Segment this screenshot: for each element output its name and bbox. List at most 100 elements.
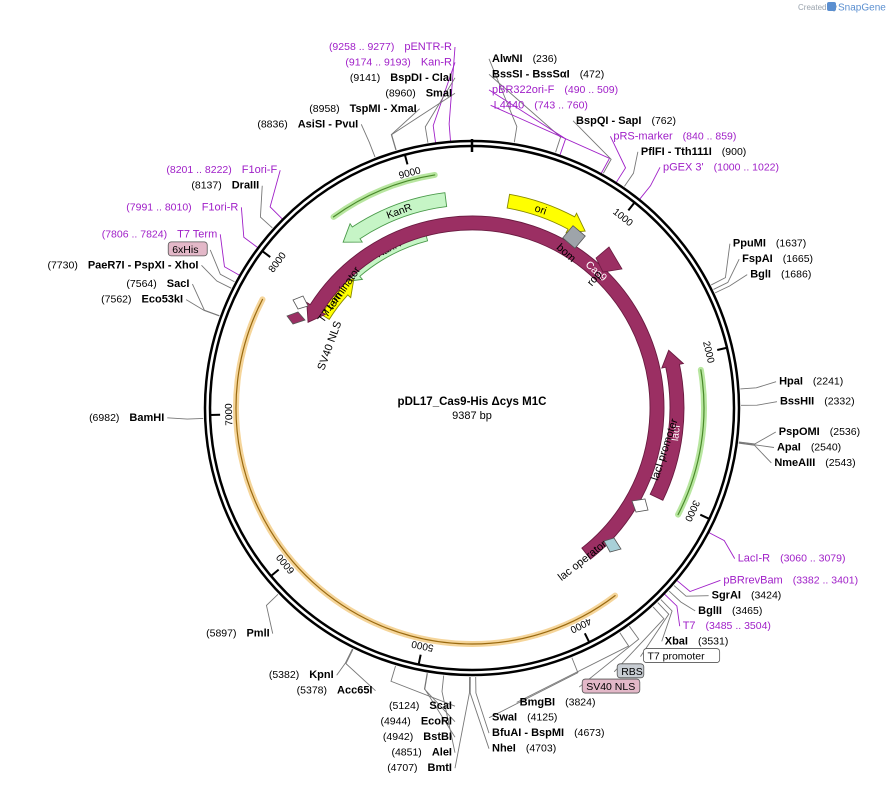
feature-cas9-arrow	[306, 215, 665, 560]
tick-mark	[261, 250, 271, 258]
site-leader	[360, 124, 376, 158]
site-position: (7730)	[47, 259, 77, 271]
site-position: (5124)	[389, 700, 419, 712]
site-label-bspdi-clai: BspDI - ClaI(9141)	[350, 72, 452, 84]
site-label-ecori: EcoRI (4944)	[380, 716, 452, 728]
site-position: (8958)	[309, 103, 339, 115]
site-label-pspomi: PspOMI(2536)	[779, 426, 860, 438]
site-label-sgrai: SgrAI(3424)	[712, 590, 782, 602]
site-label-bglii: BglII(3465)	[698, 605, 762, 617]
site-name: AleI	[432, 747, 452, 759]
site-name: HpaI	[779, 376, 803, 388]
site-leader	[454, 676, 471, 769]
site-name: PflFI - Tth111I	[641, 146, 712, 158]
site-name: PspOMI	[779, 426, 820, 438]
site-label-apai: ApaI(2540)	[777, 441, 841, 453]
site-leader	[660, 599, 673, 642]
primer-position: (840 .. 859)	[683, 130, 737, 142]
site-name: BmtI	[428, 762, 452, 774]
site-label-alei: AleI(4851)	[391, 747, 452, 759]
primer-position: (3382 .. 3401)	[793, 574, 858, 586]
site-position: (900)	[722, 146, 747, 158]
primer-name: pBRrevBam	[723, 574, 782, 586]
site-leader	[713, 258, 740, 290]
box-leader	[209, 249, 235, 283]
primer-leader	[490, 104, 611, 175]
site-label-scai: ScaI (5124)	[389, 700, 452, 712]
box-label-6xhis: 6xHis	[167, 241, 208, 257]
sv40-nls-inner-label: SV40 NLS	[315, 320, 344, 372]
primer-label-t7: T7(3485 .. 3504)	[683, 620, 771, 632]
site-position: (4707)	[387, 762, 417, 774]
site-name: BssHII	[780, 396, 814, 408]
primer-position: (1000 .. 1022)	[714, 161, 779, 173]
site-label-bstbi: BstBI(4942)	[383, 731, 452, 743]
primer-leader	[638, 167, 661, 201]
site-position: (4703)	[526, 743, 556, 755]
site-position: (7562)	[101, 294, 131, 306]
site-position: (3424)	[751, 590, 781, 602]
primer-position: (3060 .. 3079)	[780, 553, 845, 565]
primer-position: (9258 .. 9277)	[329, 41, 394, 53]
brand-prefix: Created by	[798, 3, 837, 12]
site-name: TspMI - XmaI	[350, 103, 417, 115]
primer-position: (8201 .. 8222)	[166, 164, 231, 176]
site-leader	[185, 299, 220, 317]
site-name: SwaI	[492, 712, 517, 724]
primer-label-laci-r: LacI-R(3060 .. 3079)	[738, 553, 846, 565]
tick-label: 5000	[410, 638, 434, 653]
site-label-xbai: XbaI(3531)	[665, 635, 729, 647]
site-position: (5382)	[269, 669, 299, 681]
site-label-pmli: PmlI(5897)	[206, 628, 270, 640]
primer-position: (743 .. 760)	[534, 99, 588, 111]
tick-mark	[417, 654, 422, 665]
primer-leader	[708, 531, 736, 559]
site-position: (5378)	[297, 685, 327, 697]
primer-name: T7	[683, 620, 696, 632]
site-name: Eco53kI	[142, 294, 184, 306]
tick-mark	[717, 346, 728, 352]
primer-leader	[269, 170, 284, 220]
site-position: (3824)	[565, 696, 595, 708]
sv40-nls-inner-feature: SV40 NLS	[286, 311, 344, 372]
site-name: ScaI	[429, 700, 452, 712]
site-name: Acc65I	[337, 685, 372, 697]
site-label-bsssi-bsss-i: BssSI - BssSαI(472)	[492, 68, 604, 80]
site-position: (6982)	[89, 412, 119, 424]
cas9-halo-line	[235, 298, 616, 645]
site-leader	[336, 648, 353, 676]
site-name: BspDI - ClaI	[390, 72, 452, 84]
box-label-frame	[643, 648, 721, 663]
annotation-arcs	[233, 171, 707, 647]
box-label-rbs: RBS	[616, 663, 645, 679]
site-name: BfuAI - BspMI	[492, 727, 564, 739]
site-position: (4944)	[380, 716, 410, 728]
primer-position: (9174 .. 9193)	[345, 56, 410, 68]
site-label-bfuai-bspmi: BfuAI - BspMI(4673)	[492, 727, 604, 739]
site-label-bmti: BmtI (4707)	[387, 762, 452, 774]
box-label-t7-promoter: T7 promoter	[643, 648, 721, 663]
site-name: AlwNI	[492, 53, 523, 65]
site-name: PaeR7I - PspXI - XhoI	[88, 259, 199, 271]
site-name: KpnI	[309, 669, 333, 681]
site-name: EcoRI	[421, 716, 452, 728]
primer-name: F1ori-R	[202, 201, 239, 213]
site-leader	[488, 74, 562, 153]
feature-laci-arrow	[649, 349, 685, 501]
tick-label: 1000	[610, 207, 635, 230]
site-position: (3531)	[698, 635, 728, 647]
tick-mark	[270, 568, 280, 577]
site-name: NheI	[492, 743, 516, 755]
site-position: (236)	[533, 53, 558, 65]
plasmid-name: pDL17_Cas9-His Δcys M1C	[398, 396, 547, 408]
primer-leader	[219, 234, 241, 277]
site-leader	[572, 120, 612, 174]
box-label-text: SV40 NLS	[586, 681, 635, 693]
site-leader	[488, 58, 518, 143]
primer-position: (7991 .. 8010)	[126, 201, 191, 213]
site-leader	[624, 151, 639, 187]
primer-name: pENTR-R	[404, 41, 452, 53]
site-label-alwni: AlwNI (236)	[492, 53, 557, 65]
site-leader	[469, 676, 490, 749]
